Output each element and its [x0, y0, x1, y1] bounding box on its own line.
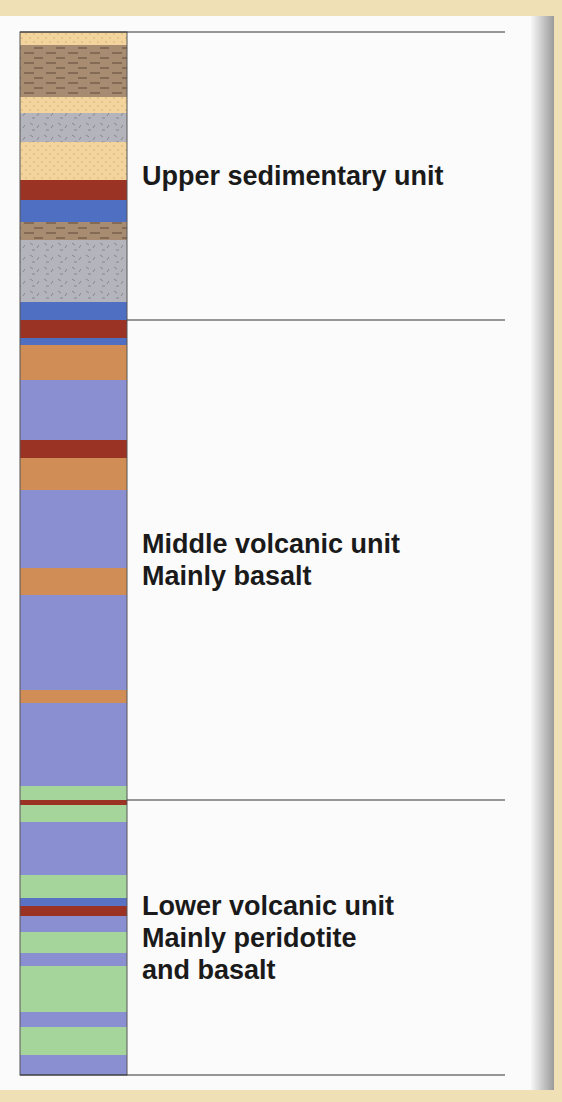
green-layer	[20, 875, 127, 898]
blue-layer	[20, 200, 127, 222]
green-layer	[20, 966, 127, 1012]
blue-layer	[20, 338, 127, 345]
red-layer	[20, 180, 127, 200]
basalt-layer	[20, 595, 127, 690]
orange-layer	[20, 458, 127, 490]
basalt-layer	[20, 703, 127, 786]
lower-layers	[20, 800, 127, 1075]
unit-band: Lower volcanic unitMainly peridotite and…	[127, 801, 505, 1074]
unit-band: Upper sedimentary unit	[127, 33, 505, 319]
sandstone-layer	[20, 142, 127, 180]
green-layer	[20, 805, 127, 822]
basalt-layer	[20, 953, 127, 966]
unit-boundary	[20, 32, 505, 33]
basalt-layer	[20, 1055, 127, 1075]
red-layer	[20, 440, 127, 458]
unit-boundary	[127, 320, 505, 321]
unit-name: Lower volcanic unit	[142, 890, 394, 922]
sandstone-layer	[20, 32, 127, 45]
sandstone-layer	[20, 97, 127, 113]
unit-description: Mainly basalt	[142, 560, 312, 592]
unit-boundary	[127, 800, 505, 801]
blue-layer	[20, 302, 127, 320]
orange-layer	[20, 690, 127, 703]
unit-boundary	[20, 1075, 505, 1076]
unit-band: Middle volcanic unitMainly basalt	[127, 321, 505, 799]
green-layer	[20, 1027, 127, 1055]
shale-layer	[20, 45, 127, 97]
green-layer	[20, 932, 127, 953]
basalt-layer	[20, 380, 127, 440]
tuff-layer	[20, 240, 127, 302]
column-outline	[20, 32, 127, 1075]
basalt-layer	[20, 1012, 127, 1027]
page-panel	[0, 16, 530, 1090]
red-layer	[20, 906, 127, 916]
basalt-layer	[20, 490, 127, 568]
unit-name: Middle volcanic unit	[142, 528, 400, 560]
unit-description: Mainly peridotite and basalt	[142, 922, 372, 986]
basalt-layer	[20, 822, 127, 875]
red-layer	[20, 320, 127, 338]
basalt-layer	[20, 916, 127, 932]
page-shadow	[530, 16, 554, 1090]
unit-name: Upper sedimentary unit	[142, 160, 444, 192]
orange-layer	[20, 345, 127, 380]
green-layer	[20, 786, 127, 800]
middle-layers	[20, 320, 127, 800]
upper-layers	[20, 32, 127, 320]
shale-layer	[20, 222, 127, 240]
blue-layer	[20, 898, 127, 906]
red-layer	[20, 800, 127, 805]
tuff-layer	[20, 113, 127, 142]
orange-layer	[20, 568, 127, 595]
